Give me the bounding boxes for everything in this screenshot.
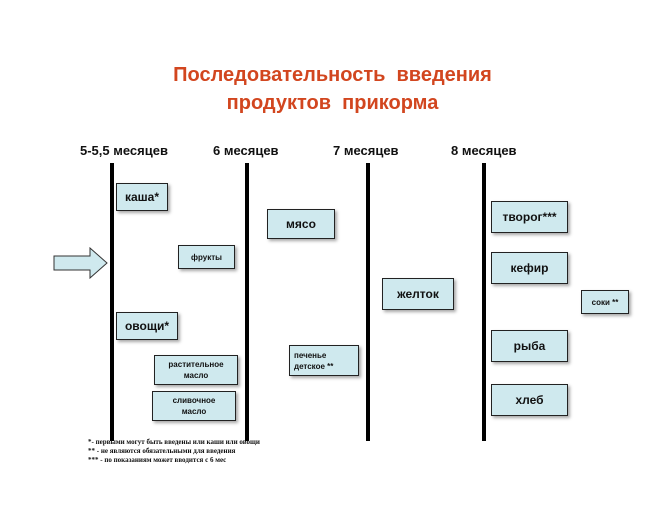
product-label: кефир (510, 261, 549, 275)
diagram-title-line2: продуктов прикорма (226, 92, 439, 114)
diagram-title-line1: Последовательность введения (173, 64, 492, 86)
footnotes: *- первыми могут быть введены или каши и… (88, 438, 260, 465)
product-box-pechenie-detskoe: печенье детское ** (289, 345, 359, 376)
product-label: творог*** (502, 210, 557, 224)
product-label-line2: масло (183, 371, 209, 380)
product-box-zheltok: желток (382, 278, 454, 310)
product-label: овощи* (124, 319, 170, 333)
product-label-line1: растительное (168, 360, 224, 369)
product-label: каша* (124, 190, 160, 204)
timeline-line-1 (110, 163, 114, 441)
product-box-soki: соки ** (581, 290, 629, 314)
timeline-line-4 (482, 163, 486, 441)
footnote-1: *- первыми могут быть введены или каши и… (88, 438, 260, 446)
product-label-line2: масло (181, 407, 207, 416)
product-label: мясо (286, 217, 316, 231)
product-box-ovoshi: овощи* (116, 312, 178, 340)
product-box-kasha: каша* (116, 183, 168, 211)
product-box-slivochnoe-maslo: сливочное масло (152, 391, 236, 421)
column-header-5-5.5-months: 5-5,5 месяцев (80, 143, 168, 158)
product-box-frukty: фрукты (178, 245, 235, 269)
product-box-hleb: хлеб (491, 384, 568, 416)
product-box-myaso: мясо (267, 209, 335, 239)
timeline-line-2 (245, 163, 249, 441)
timeline-line-3 (366, 163, 370, 441)
product-label: желток (397, 287, 439, 301)
product-box-rastitelnoe-maslo: растительное масло (154, 355, 238, 385)
product-box-tvorog: творог*** (491, 201, 568, 233)
footnote-2: ** - не являются обязательными для введе… (88, 447, 236, 455)
product-label-line1: печенье (294, 350, 327, 360)
product-label: рыба (513, 339, 546, 353)
product-label-line1: сливочное (172, 396, 216, 405)
footnote-3: *** - по показаниям может вводится с 6 м… (88, 456, 227, 464)
right-arrow-icon (53, 247, 108, 279)
product-box-kefir: кефир (491, 252, 568, 284)
product-label: хлеб (515, 393, 544, 407)
product-label: фрукты (191, 252, 222, 262)
product-label: соки ** (591, 297, 619, 307)
column-header-6-months: 6 месяцев (213, 143, 279, 158)
column-header-7-months: 7 месяцев (333, 143, 399, 158)
column-header-8-months: 8 месяцев (451, 143, 517, 158)
product-box-ryba: рыба (491, 330, 568, 362)
product-label-line2: детское ** (294, 361, 334, 371)
